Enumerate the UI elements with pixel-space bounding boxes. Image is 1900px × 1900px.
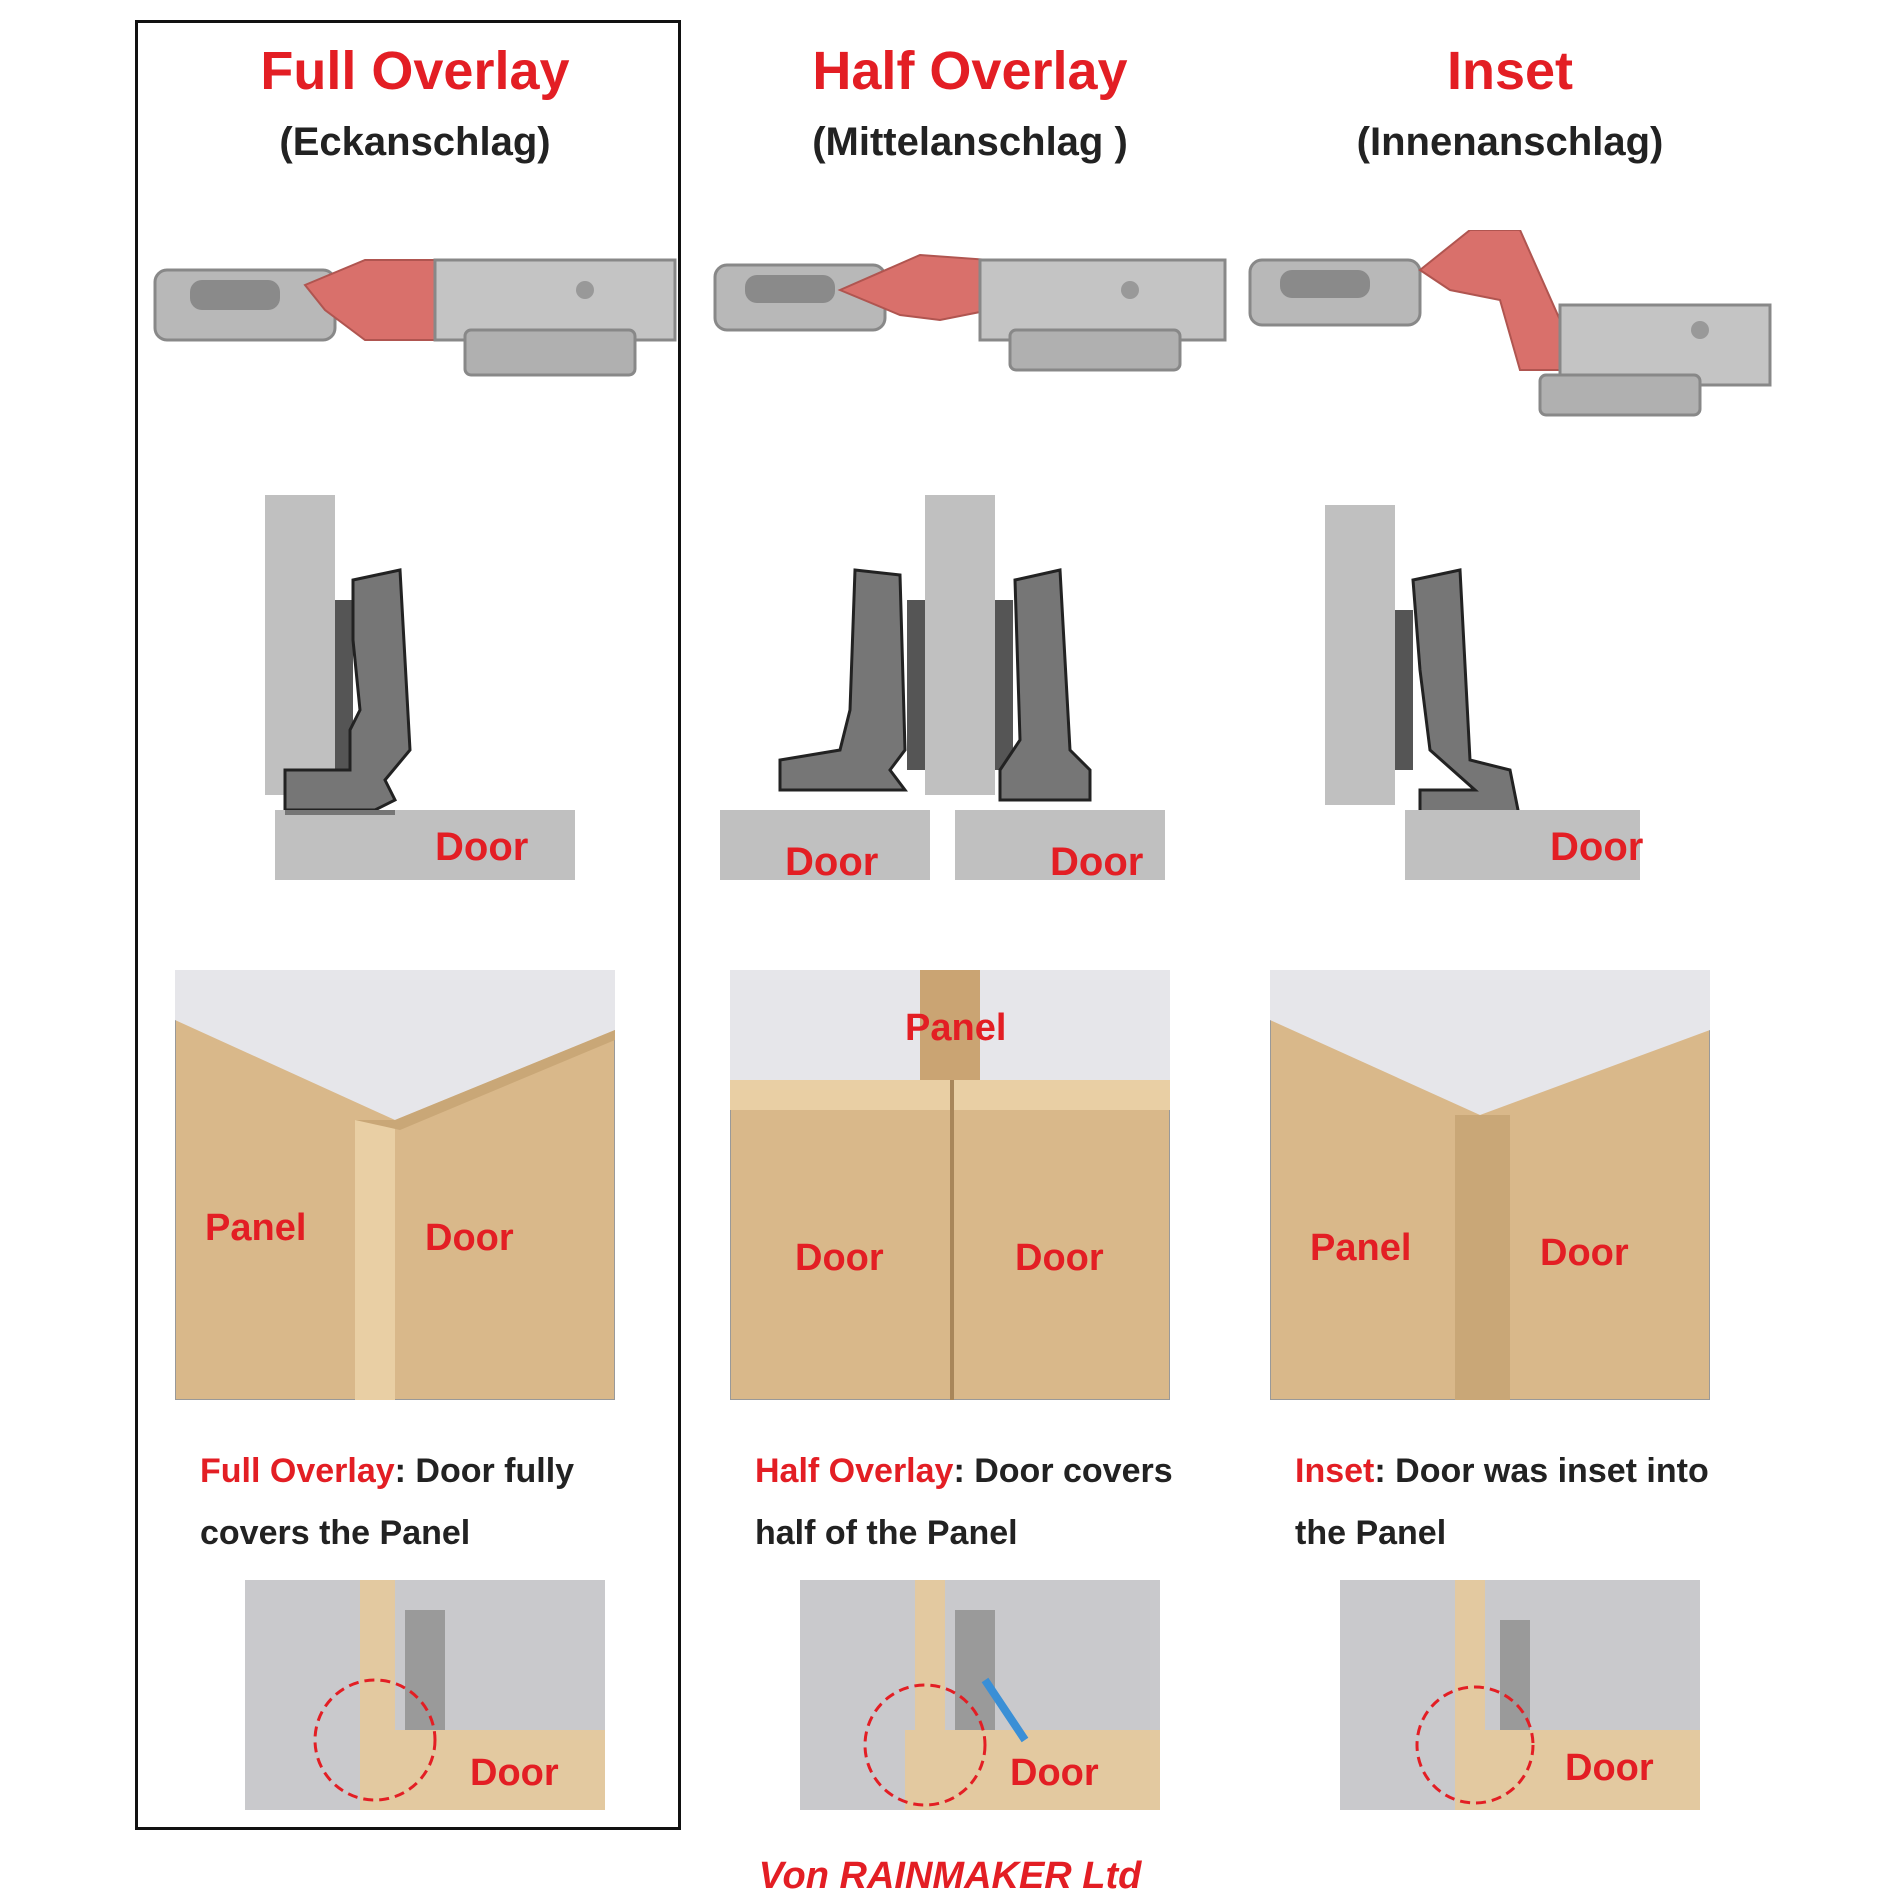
corner-label-door-left: Door	[795, 1237, 884, 1279]
door-shape-right	[955, 810, 1165, 880]
cross-section-diagram: Door	[265, 495, 575, 880]
photo-label-door: Door	[1010, 1752, 1099, 1794]
door-shape	[1405, 810, 1640, 880]
caption: Inset: Door was inset into the Panel	[1295, 1440, 1765, 1564]
installation-photo: Door	[1340, 1580, 1700, 1810]
corner-label-door: Door	[425, 1217, 514, 1259]
installation-photo: Door	[800, 1580, 1160, 1810]
column-half-overlay: Half Overlay (Mittelanschlag ) Door Door…	[690, 0, 1250, 1900]
column-subtitle: (Innenanschlag)	[1356, 120, 1664, 164]
hinge-image	[153, 258, 677, 377]
caption-separator: :	[394, 1452, 406, 1490]
column-title: Full Overlay	[260, 41, 570, 101]
corner-photo: Panel Door	[1270, 970, 1710, 1400]
cross-section-diagram: Door	[1325, 505, 1643, 880]
hinge-image	[713, 253, 1227, 372]
diagram-label-door: Door	[435, 825, 528, 869]
corner-label-panel: Panel	[905, 1007, 1006, 1049]
cross-section-diagram: Door Door	[720, 495, 1165, 884]
caption-key: Full Overlay	[200, 1452, 395, 1490]
hinge-shape	[1411, 568, 1522, 822]
diagram-label-door-right: Door	[1050, 840, 1143, 884]
caption-text: Door fully covers the Panel	[200, 1452, 575, 1552]
door-shape	[275, 810, 575, 880]
door-shape-left	[720, 810, 930, 880]
caption-text: Door was inset into the Panel	[1295, 1452, 1709, 1552]
hinge-shape-left	[778, 568, 908, 792]
corner-photo: Panel Door	[175, 970, 615, 1400]
caption: Full Overlay: Door fully covers the Pane…	[200, 1440, 670, 1564]
caption: Half Overlay: Door covers half of the Pa…	[755, 1440, 1225, 1564]
caption-key: Inset	[1295, 1452, 1375, 1490]
panel-shape	[1325, 505, 1395, 805]
caption-key: Half Overlay	[755, 1452, 954, 1490]
column-title: Half Overlay	[812, 41, 1128, 101]
column-title: Inset	[1446, 41, 1574, 101]
corner-photo: Panel Door Door	[730, 970, 1170, 1400]
panel-shape	[925, 495, 995, 795]
footer-credit: Von RAINMAKER Ltd	[758, 1855, 1142, 1897]
hinge-image	[1248, 230, 1772, 417]
column-full-overlay: Full Overlay (Eckanschlag) Door Panel Do…	[135, 0, 695, 1900]
column-subtitle: (Eckanschlag)	[279, 120, 551, 164]
column-subtitle: (Mittelanschlag )	[812, 120, 1128, 164]
panel-shape	[265, 495, 335, 795]
photo-label-door: Door	[1565, 1747, 1654, 1789]
diagram-label-door-left: Door	[785, 840, 878, 884]
diagram-label-door: Door	[1550, 825, 1643, 869]
caption-text: Door covers half of the Panel	[755, 1452, 1173, 1552]
corner-label-panel: Panel	[1310, 1227, 1411, 1269]
corner-label-door: Door	[1540, 1232, 1629, 1274]
caption-separator: :	[953, 1452, 965, 1490]
installation-photo: Door	[245, 1580, 605, 1810]
hinge-shape-right	[998, 568, 1092, 802]
selected-column-frame	[135, 20, 681, 1830]
column-inset: Inset (Innenanschlag) Door Panel Door In…	[1230, 0, 1790, 1900]
photo-label-door: Door	[470, 1752, 559, 1794]
caption-separator: :	[1374, 1452, 1386, 1490]
corner-label-door-right: Door	[1015, 1237, 1104, 1279]
corner-label-panel: Panel	[205, 1207, 306, 1249]
